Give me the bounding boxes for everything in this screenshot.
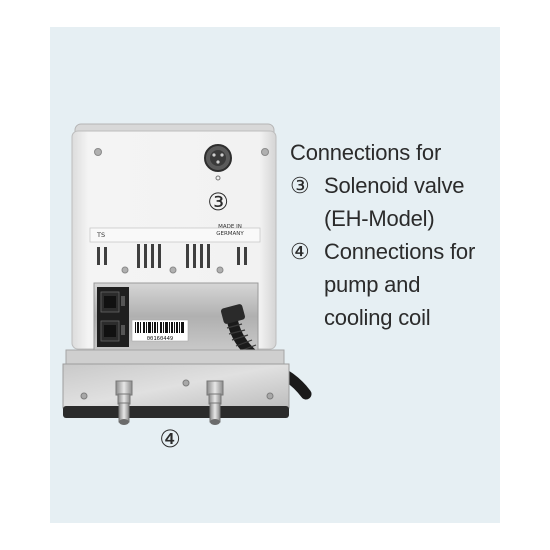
caption-line: Solenoid valve (324, 173, 465, 198)
caption-number-4: ④ (290, 239, 310, 264)
label-ts: TS (96, 231, 105, 239)
caption-text-solenoid: Solenoid valve (EH-Model) (324, 169, 464, 235)
connections-caption: Connections for ③ Solenoid valve (EH-Mod… (290, 136, 490, 334)
pump-sockets (100, 291, 125, 342)
caption-line: cooling coil (324, 305, 431, 330)
base-foot (63, 406, 289, 418)
caption-number-3: ③ (290, 173, 310, 198)
caption-heading: Connections for (290, 140, 442, 165)
solenoid-connector (204, 144, 232, 181)
hose-nipple-right (206, 380, 224, 425)
made-in-line1: MADE IN (218, 224, 242, 230)
callout-3: ③ (207, 188, 229, 216)
label-strip (89, 227, 261, 243)
caption-line: (EH-Model) (324, 206, 435, 231)
barcode-number: 00160449 (147, 336, 174, 342)
vent-slots (97, 244, 247, 268)
caption-line: Connections for (324, 239, 476, 264)
base-plate (62, 363, 290, 409)
hose-nipple-left (115, 380, 133, 425)
made-in-line2: GERMANY (216, 231, 244, 237)
barcode-bars (135, 322, 184, 333)
caption-text-pump: Connections for pump and cooling coil (324, 235, 475, 334)
callout-4: ④ (159, 425, 181, 453)
caption-item-solenoid: ③ Solenoid valve (EH-Model) (290, 169, 490, 235)
base-screws (80, 379, 274, 400)
caption-line: pump and (324, 272, 421, 297)
caption-item-pump: ④ Connections for pump and cooling coil (290, 235, 490, 334)
housing-screws (94, 148, 269, 274)
